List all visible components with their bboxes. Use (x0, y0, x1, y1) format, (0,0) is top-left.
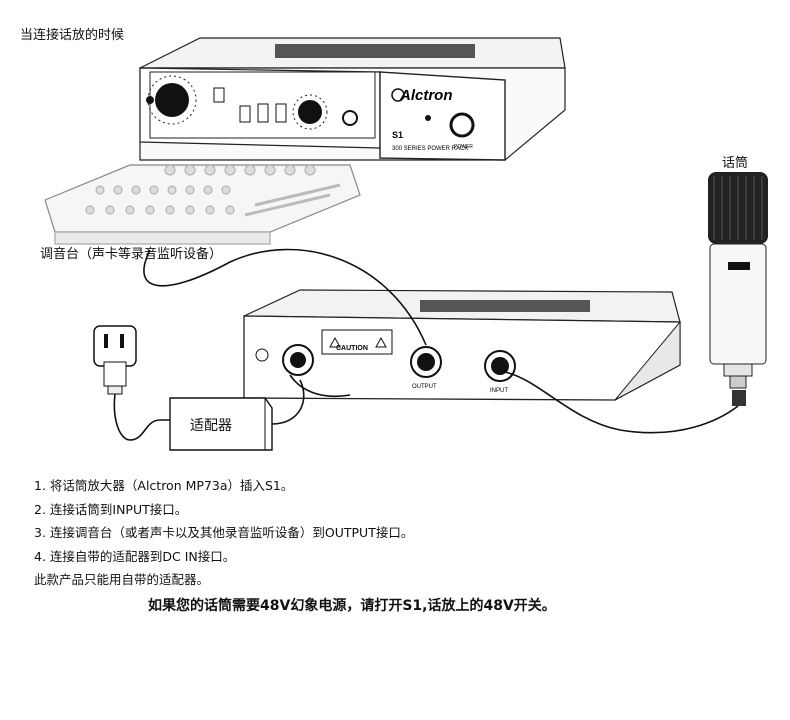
mixer-label: 调音台（声卡等录音监听设备） (40, 247, 223, 262)
adapter-box (169, 397, 273, 451)
caution-text: CAUTION (336, 345, 368, 352)
phantom-power-note: 如果您的话筒需要48V幻象电源，请打开S1,话放上的48V开关。 (148, 598, 556, 614)
series-text: 300 SERIES POWER RACK (392, 146, 468, 152)
list-item: 4. 连接自带的适配器到DC IN接口。 (34, 548, 236, 564)
mixer-device (44, 164, 361, 245)
list-item: 3. 连接调音台（或者声卡以及其他录音监听设备）到OUTPUT接口。 (34, 525, 414, 540)
toggle-switch (213, 87, 225, 103)
list-item: 此款产品只能用自带的适配器。 (34, 572, 210, 587)
mic-badge (728, 262, 750, 270)
caution-box (321, 329, 393, 355)
wall-socket (93, 325, 137, 367)
cables (113, 248, 739, 441)
power-label: POWER (454, 144, 473, 150)
microphone (708, 172, 768, 406)
power-plug (93, 325, 137, 395)
rack-rear-unit: CAUTION OUTPUT INPUT (243, 289, 681, 401)
output-label: OUTPUT (412, 384, 437, 390)
input-label: INPUT (490, 388, 508, 394)
adapter-label: 适配器 (190, 418, 232, 434)
gain-knob (155, 83, 189, 117)
list-item: 1. 将话筒放大器（Alctron MP73a）插入S1。 (34, 478, 294, 493)
cable-input-to-mic (504, 371, 739, 434)
cable-dc-extra (289, 374, 351, 398)
page-title: 当连接话放的时候 (20, 28, 125, 43)
list-item: 2. 连接话筒到INPUT接口。 (34, 501, 188, 517)
microphone-label: 话筒 (722, 156, 749, 171)
brand-logo: Alctron (399, 87, 453, 104)
cable-adapter-to-dc (271, 379, 305, 425)
mic-connector (732, 390, 746, 406)
top-vent (275, 44, 475, 58)
instruction-list: 1. 将话筒放大器（Alctron MP73a）插入S1。 2. 连接话筒到IN… (34, 474, 413, 592)
model-name: S1 (392, 130, 403, 140)
rear-vent (420, 300, 590, 312)
power-button (449, 112, 475, 138)
output-knob (298, 100, 322, 124)
rack-front-unit: Alctron S1 300 SERIES POWER RACK POWER (139, 37, 566, 161)
cable-plug-to-adapter (113, 393, 170, 441)
cable-mixer-to-output (143, 248, 427, 346)
